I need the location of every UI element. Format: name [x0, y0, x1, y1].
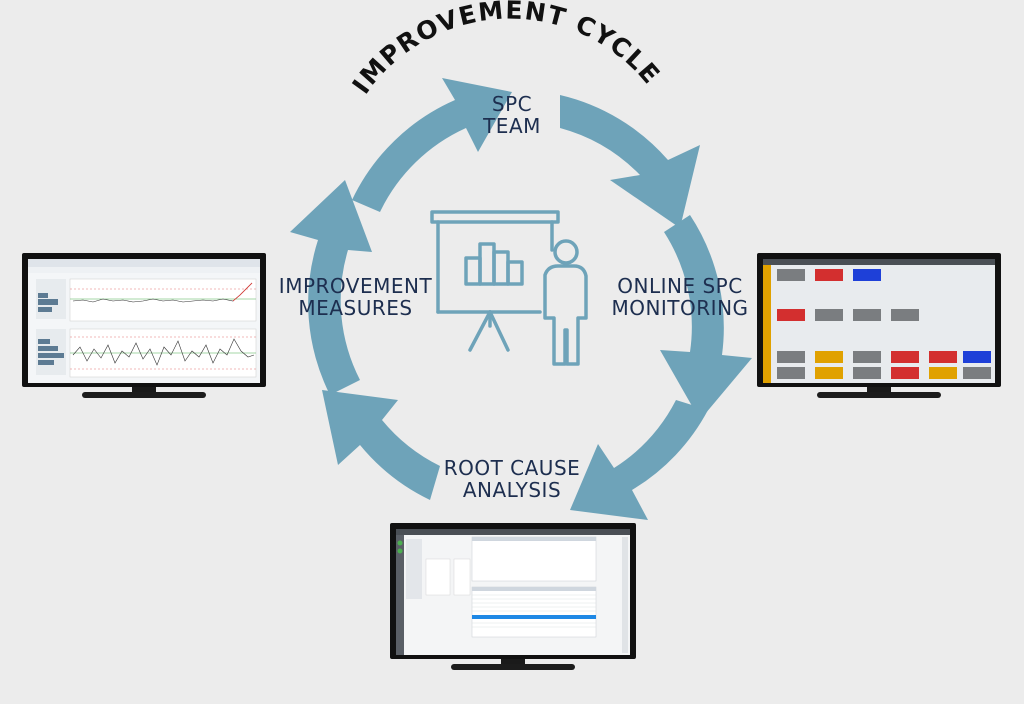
control-chart-screen	[28, 259, 260, 378]
spc-dashboard-screen	[763, 259, 995, 383]
stage-improvement-line1: IMPROVEMENT	[278, 274, 433, 298]
monitor-bottom	[390, 523, 636, 670]
arrow-top-left	[352, 78, 512, 212]
arrow-bottom-right	[570, 400, 708, 520]
stage-improvement-line2: MEASURES	[298, 296, 413, 320]
monitor-right	[757, 253, 1001, 398]
stage-spc-team-line2: TEAM	[483, 114, 541, 138]
monitor-right-neck	[867, 387, 891, 392]
stage-spc-team: SPC TEAM	[462, 93, 562, 137]
stage-root-cause-line1: ROOT CAUSE	[443, 456, 581, 480]
chart-series-bottom	[72, 338, 255, 366]
stage-online-spc-line1: ONLINE SPC	[617, 274, 743, 298]
monitor-left	[22, 253, 266, 398]
monitor-right-foot	[817, 392, 941, 398]
arrow-top-right	[560, 95, 700, 228]
stage-online-spc-line2: MONITORING	[611, 296, 749, 320]
stage-online-spc-monitoring: ONLINE SPC MONITORING	[600, 275, 760, 319]
chart-series-top	[72, 282, 253, 303]
dashboard-tiles	[777, 269, 991, 379]
monitor-bottom-screen	[396, 529, 630, 655]
stage-improvement-measures: IMPROVEMENT MEASURES	[268, 275, 443, 319]
monitor-left-neck	[132, 387, 156, 392]
arrow-right	[660, 215, 752, 420]
monitor-right-screen	[763, 259, 995, 383]
stage-root-cause-line2: ANALYSIS	[462, 478, 562, 502]
monitor-left-foot	[82, 392, 206, 398]
arrow-left	[290, 180, 372, 395]
monitor-bottom-neck	[501, 659, 525, 664]
monitor-left-screen	[28, 259, 260, 383]
event-log-screen	[396, 529, 630, 655]
arrow-bottom-left	[322, 390, 440, 500]
monitor-bottom-foot	[451, 664, 575, 670]
stage-root-cause-analysis: ROOT CAUSE ANALYSIS	[432, 457, 592, 501]
stage-spc-team-line1: SPC	[491, 92, 533, 116]
